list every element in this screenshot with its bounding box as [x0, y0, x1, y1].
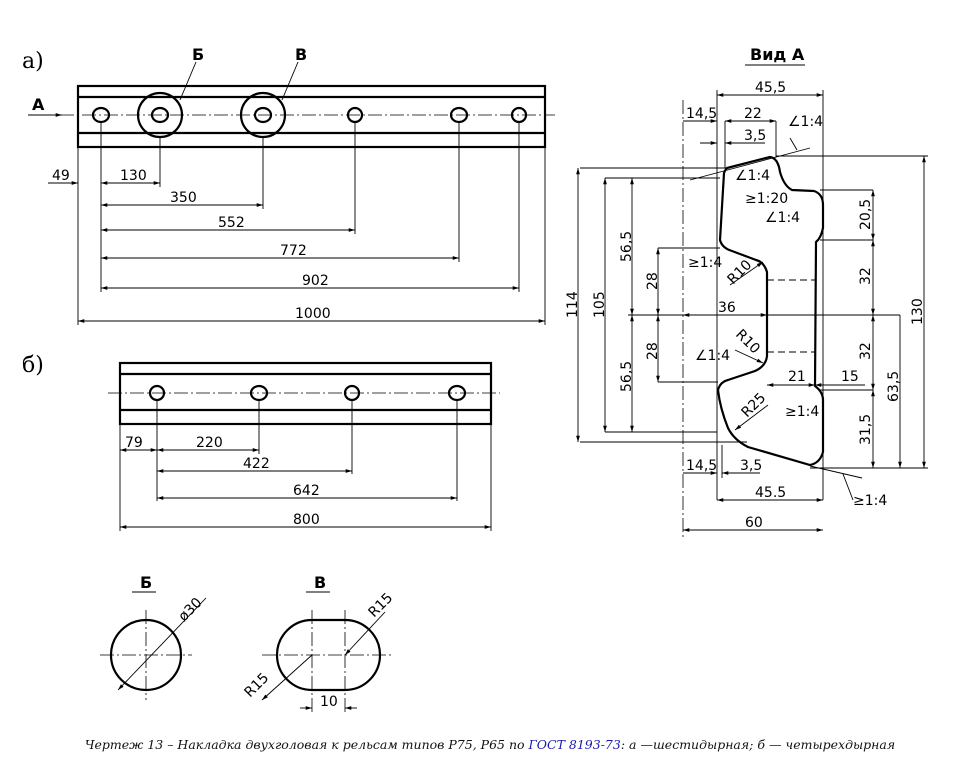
dim-800: 800: [293, 512, 320, 528]
dim-r10-upper: R10: [725, 257, 756, 288]
dimension-lines-b: [119, 400, 492, 531]
dim-bottom-45-5: 45.5: [755, 485, 786, 501]
caption-prefix: Чертеж 13 – Накладка двухголовая к рельс…: [84, 737, 529, 752]
dimension-lines-a: [48, 122, 546, 325]
dim-105: 105: [592, 291, 608, 318]
dim-10: 10: [320, 694, 338, 710]
dim-bottom-3-5: 3,5: [740, 458, 762, 474]
dim-32-lower: 32: [858, 342, 874, 360]
dim-902: 902: [302, 273, 329, 289]
dim-top-22: 22: [744, 106, 762, 122]
plate-profile: [628, 100, 900, 540]
slope-5: ≥1:4: [785, 404, 819, 420]
slope-head-1: ∠1:4: [735, 168, 770, 184]
dim-28-lower: 28: [645, 342, 661, 360]
dim-56-5-lower: 56,5: [619, 361, 635, 392]
dim-top-45-5: 45,5: [755, 80, 786, 96]
dim-114: 114: [565, 291, 581, 318]
dim-r10-lower: R10: [732, 327, 763, 358]
dim-r25: R25: [739, 390, 770, 421]
slope-3: ≥1:4: [688, 255, 722, 271]
dim-642: 642: [293, 483, 320, 499]
dim-31-5: 31,5: [858, 414, 874, 445]
dim-r15-upper: R15: [366, 590, 397, 621]
dim-350: 350: [170, 190, 197, 206]
dim-32-upper: 32: [858, 267, 874, 285]
dim-56-5-upper: 56,5: [619, 231, 635, 262]
slope-1-20: ≥1:20: [745, 191, 788, 207]
dim-36: 36: [718, 300, 736, 316]
figure-caption: Чертеж 13 – Накладка двухголовая к рельс…: [0, 737, 980, 752]
dim-49: 49: [52, 168, 70, 184]
section-v-label: В: [314, 573, 326, 592]
dim-28-upper: 28: [645, 272, 661, 290]
dim-diameter-30: ø30: [176, 595, 206, 625]
slope-top: ∠1:4: [788, 114, 823, 130]
label-a: а): [22, 49, 44, 74]
section-v-oval-hole: [261, 610, 392, 712]
dim-130: 130: [910, 298, 926, 325]
callout-b: Б: [192, 45, 204, 64]
caption-suffix: : а —шестидырная; б — четырехдырная: [620, 737, 896, 752]
dim-130: 130: [120, 168, 147, 184]
dim-bottom-14-5: 14,5: [686, 458, 717, 474]
dim-1000: 1000: [295, 306, 331, 322]
dim-top-14-5: 14,5: [686, 106, 717, 122]
view-arrow-label: А: [32, 95, 45, 114]
dim-r15-lower: R15: [242, 670, 273, 701]
section-b-label: Б: [140, 573, 152, 592]
four-hole-plate: [108, 361, 500, 426]
dim-79: 79: [125, 435, 143, 451]
section-b-round-hole: [100, 597, 207, 700]
slope-4: ∠1:4: [695, 348, 730, 364]
dim-21: 21: [788, 369, 806, 385]
dim-20-5: 20,5: [858, 199, 874, 230]
dim-552: 552: [218, 215, 245, 231]
slope-head-2: ∠1:4: [765, 210, 800, 226]
dim-15: 15: [841, 369, 859, 385]
dim-63-5: 63,5: [886, 371, 902, 402]
view-a-title: Вид А: [750, 45, 805, 64]
slope-bottom: ≥1:4: [853, 493, 887, 509]
dim-bottom-60: 60: [745, 515, 763, 531]
dim-422: 422: [243, 456, 270, 472]
dim-top-3-5: 3,5: [744, 128, 766, 144]
dim-772: 772: [280, 243, 307, 259]
profile-dimension-lines: [576, 90, 928, 532]
callout-v: В: [295, 45, 307, 64]
label-b: б): [22, 353, 44, 378]
dim-220: 220: [196, 435, 223, 451]
gost-link[interactable]: ГОСТ 8193-73: [528, 737, 621, 752]
six-hole-plate: [60, 61, 555, 149]
